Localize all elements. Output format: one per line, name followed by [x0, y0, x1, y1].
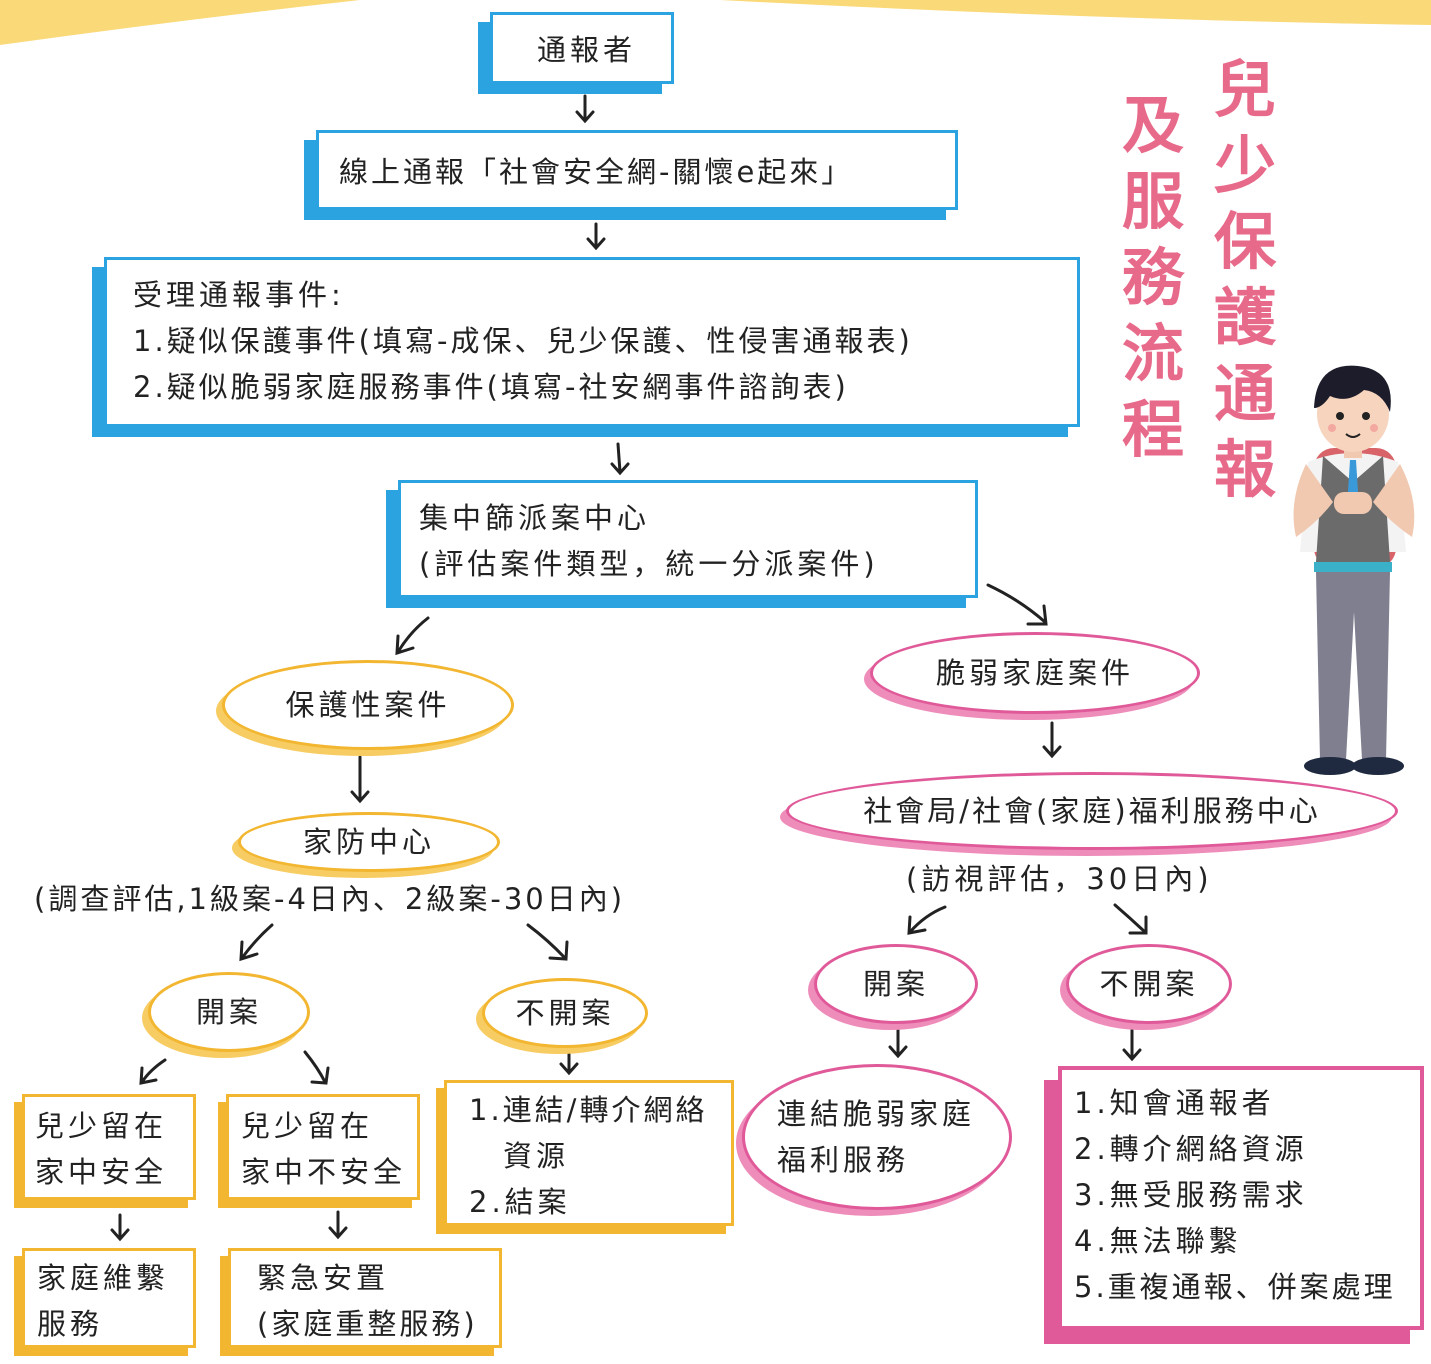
online-report-box: 線上通報「社會安全網-關懷e起來」 [316, 130, 958, 210]
child-unsafe-line-2: 家中不安全 [241, 1155, 407, 1189]
not-open-case-right-label: 不開案 [1099, 967, 1199, 1001]
child-unsafe-line-1: 兒少留在 [241, 1109, 374, 1143]
protective-case-oval: 保護性案件 [222, 660, 514, 750]
left-action-1: 1.連結/轉介網絡 [469, 1093, 708, 1127]
title-line-1: 兒少保護通報 [1213, 53, 1276, 506]
online-report-label: 線上通報「社會安全網-關懷e起來」 [339, 155, 854, 189]
emergency-placement-line-2: (家庭重整服務) [257, 1307, 478, 1341]
dispatch-center-desc: (評估案件類型，統一分派案件) [419, 547, 879, 581]
dispatch-center-box: 集中篩派案中心 (評估案件類型，統一分派案件) [398, 480, 978, 598]
left-not-open-actions-box: 1.連結/轉介網絡 資源 2.結案 [444, 1080, 734, 1226]
family-center-oval: 家防中心 [238, 812, 500, 872]
left-action-2: 2.結案 [469, 1185, 571, 1219]
family-preservation-line-1: 家庭維繫 [37, 1261, 170, 1295]
open-case-left-label: 開案 [195, 995, 262, 1029]
vulnerable-case-label: 脆弱家庭案件 [935, 656, 1134, 690]
emergency-placement-box: 緊急安置 (家庭重整服務) [228, 1248, 502, 1348]
reporter-box: 通報者 [490, 12, 674, 84]
not-open-case-left-label: 不開案 [515, 996, 615, 1030]
child-safe-line-2: 家中安全 [35, 1155, 168, 1189]
open-case-right-oval: 開案 [814, 944, 978, 1024]
investigate-note: (調查評估,1級案-4日內、2級案-30日內) [34, 882, 626, 916]
link-vulnerable-line-1: 連結脆弱家庭 [777, 1097, 976, 1131]
not-open-case-left-oval: 不開案 [482, 978, 648, 1048]
accept-item-2: 2.疑似脆弱家庭服務事件(填寫-社安網事件諮詢表) [133, 370, 849, 404]
link-vulnerable-services-oval: 連結脆弱家庭 福利服務 [742, 1064, 1012, 1210]
social-center-label: 社會局/社會(家庭)福利服務中心 [863, 794, 1321, 828]
social-center-oval: 社會局/社會(家庭)福利服務中心 [786, 772, 1398, 850]
right-action-1: 1.知會通報者 [1074, 1086, 1275, 1120]
link-vulnerable-services-text: 連結脆弱家庭 福利服務 [745, 1091, 975, 1183]
right-action-3: 3.無受服務需求 [1074, 1178, 1308, 1212]
emergency-placement-line-1: 緊急安置 [257, 1261, 390, 1295]
accept-title: 受理通報事件: [133, 278, 345, 312]
title-line-2: 及服務流程 [1121, 89, 1184, 466]
accept-report-box: 受理通報事件: 1.疑似保護事件(填寫-成保、兒少保護、性侵害通報表) 2.疑似… [104, 257, 1080, 427]
child-safe-line-1: 兒少留在 [35, 1109, 168, 1143]
reporter-label: 通報者 [537, 33, 637, 67]
not-open-case-right-oval: 不開案 [1066, 944, 1232, 1024]
right-not-open-actions-box: 1.知會通報者 2.轉介網絡資源 3.無受服務需求 4.無法聯繫 5.重複通報、… [1058, 1066, 1424, 1330]
child-safe-box: 兒少留在 家中安全 [22, 1094, 196, 1200]
dispatch-center-title: 集中篩派案中心 [419, 501, 651, 535]
family-preservation-line-2: 服務 [37, 1307, 104, 1341]
child-unsafe-box: 兒少留在 家中不安全 [226, 1094, 420, 1200]
family-preservation-box: 家庭維繫 服務 [22, 1248, 196, 1348]
right-action-2: 2.轉介網絡資源 [1074, 1132, 1308, 1166]
accept-item-1: 1.疑似保護事件(填寫-成保、兒少保護、性侵害通報表) [133, 324, 913, 358]
right-action-4: 4.無法聯繫 [1074, 1224, 1242, 1258]
open-case-left-oval: 開案 [148, 972, 310, 1052]
top-yellow-banner [0, 0, 1431, 45]
open-case-right-label: 開案 [862, 967, 929, 1001]
protective-case-label: 保護性案件 [285, 688, 451, 722]
link-vulnerable-line-2: 福利服務 [777, 1143, 910, 1177]
visit-note: (訪視評估，30日內) [906, 862, 1213, 896]
student-boy-illustration [1293, 365, 1415, 775]
left-action-1-cont: 資源 [503, 1139, 570, 1173]
vulnerable-case-oval: 脆弱家庭案件 [870, 632, 1200, 714]
right-action-5: 5.重複通報、併案處理 [1074, 1270, 1396, 1304]
family-center-label: 家防中心 [302, 825, 435, 859]
